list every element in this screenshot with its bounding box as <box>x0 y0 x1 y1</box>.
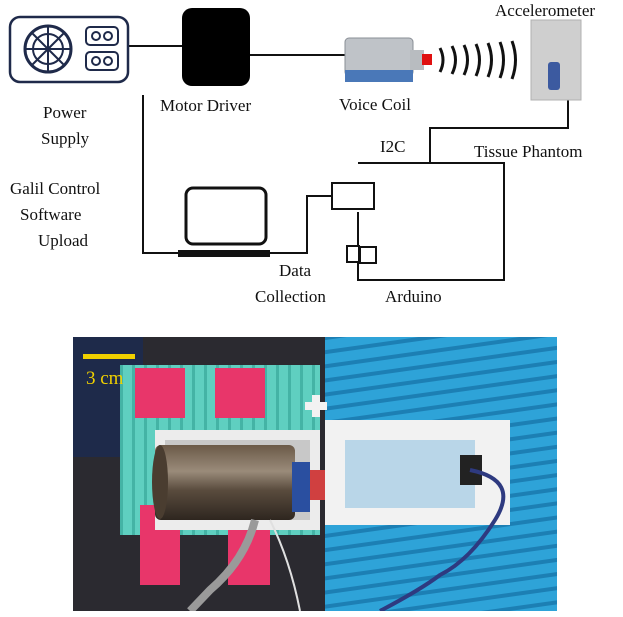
arduino-connector-small <box>346 245 360 263</box>
label-i2c: I2C <box>380 137 406 156</box>
power-supply-icon <box>8 15 130 84</box>
label-accelerometer: Accelerometer <box>495 1 595 20</box>
label-power-supply-line2: Supply <box>41 129 90 148</box>
label-galil-line1: Galil Control <box>10 179 100 198</box>
label-voice-coil: Voice Coil <box>339 95 411 114</box>
line-arduino-frame <box>357 162 505 281</box>
label-galil-line2: Software <box>20 205 81 224</box>
device-photo: 3 cm <box>73 337 557 611</box>
label-arduino: Arduino <box>385 287 442 306</box>
motor-driver-block <box>182 8 250 86</box>
label-data-line2: Collection <box>255 287 326 306</box>
label-galil-line3: Upload <box>38 231 89 250</box>
computer-icon <box>178 186 270 257</box>
arduino-components <box>331 182 377 264</box>
arduino-chip <box>331 182 375 210</box>
line-driver-to-computer <box>142 95 180 254</box>
arduino-connector <box>359 246 377 264</box>
scale-bar-label: 3 cm <box>86 368 124 389</box>
line-accelerometer-to-i2c <box>429 100 569 163</box>
voice-coil-icon <box>344 37 432 82</box>
label-motor-driver: Motor Driver <box>160 96 251 115</box>
label-power-supply-line1: Power <box>43 103 87 122</box>
scale-bar <box>83 354 135 359</box>
line-computer-to-arduino <box>268 195 332 254</box>
vibration-waves <box>438 40 517 80</box>
label-tissue-phantom: Tissue Phantom <box>474 142 582 161</box>
accelerometer-icon <box>530 19 582 101</box>
label-data-line1: Data <box>279 261 312 280</box>
